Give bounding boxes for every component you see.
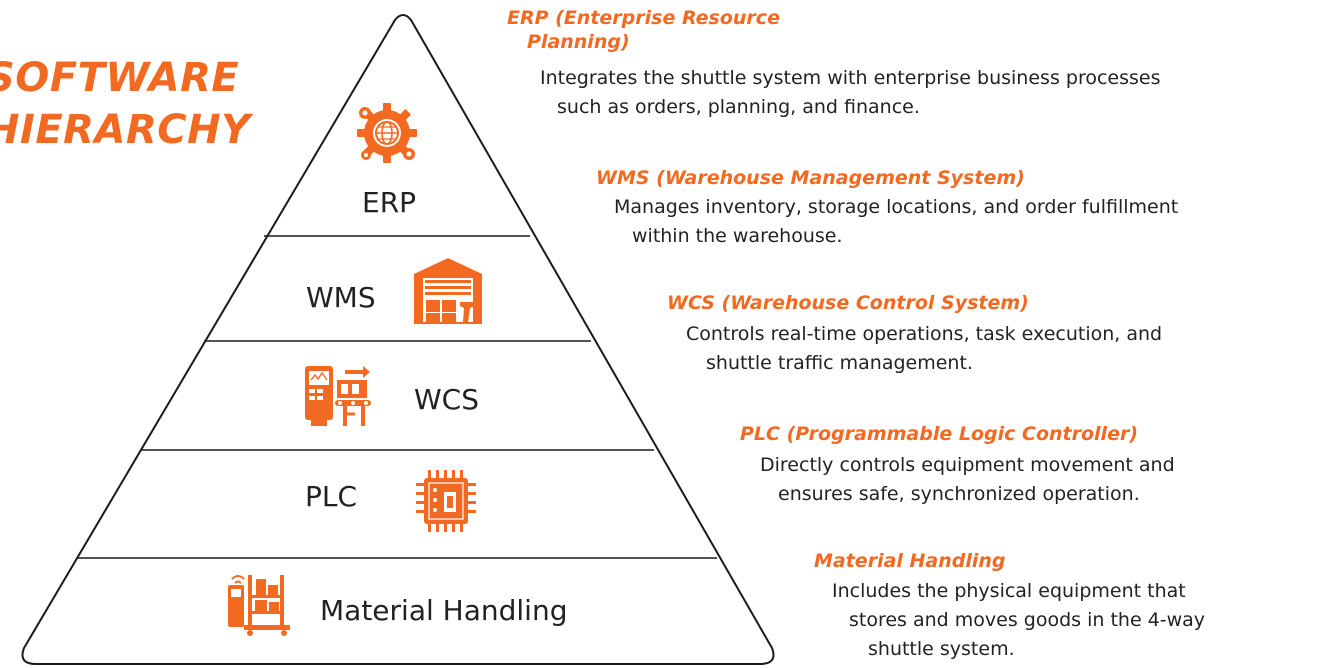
desc-mh-body-line-3: shuttle system. (868, 638, 1015, 660)
desc-mh-heading: Material Handling (814, 550, 1006, 572)
pyramid-outline (21, 14, 775, 665)
desc-wms-body-line-2: within the warehouse. (632, 225, 843, 247)
title-line-2: HIERARCHY (0, 107, 251, 153)
desc-mh-body-line-2: stores and moves goods in the 4-way (849, 609, 1206, 631)
warehouse-icon (414, 258, 482, 324)
desc-wcs-body-line-1: Controls real-time operations, task exec… (686, 323, 1163, 345)
desc-plc-body-line-1: Directly controls equipment movement and (760, 454, 1175, 476)
desc-mh-body-line-1: Includes the physical equipment that (832, 580, 1186, 602)
desc-plc-body-line-2: ensures safe, synchronized operation. (778, 483, 1140, 505)
desc-plc-heading: PLC (Programmable Logic Controller) (740, 423, 1139, 445)
desc-wcs-body-line-2: shuttle traffic management. (706, 352, 973, 374)
title-line-1: SOFTWARE (0, 55, 240, 101)
desc-material-handling: Material Handling Includes the physical … (814, 549, 1205, 664)
desc-wcs: WCS (Warehouse Control System) Controls … (667, 291, 1162, 378)
desc-erp-body-line-2: such as orders, planning, and finance. (557, 96, 920, 118)
desc-erp: ERP (Enterprise Resource Planning) Integ… (507, 6, 1160, 122)
control-console-icon (305, 366, 371, 426)
level-label-erp: ERP (362, 186, 416, 219)
level-label-wms: WMS (306, 281, 376, 314)
gear-globe-icon (357, 103, 417, 163)
level-label-plc: PLC (305, 480, 357, 513)
desc-wms-body-line-1: Manages inventory, storage locations, an… (614, 196, 1179, 218)
microchip-icon (416, 470, 476, 532)
page-title: SOFTWARE HIERARCHY (0, 52, 251, 156)
forklift-shelf-icon (228, 575, 290, 636)
desc-erp-heading-line-2: Planning) (527, 31, 630, 53)
desc-wcs-heading: WCS (Warehouse Control System) (667, 292, 1029, 314)
desc-erp-body-line-1: Integrates the shuttle system with enter… (540, 67, 1161, 89)
desc-wms: WMS (Warehouse Management System) Manage… (596, 166, 1178, 251)
level-label-wcs: WCS (414, 383, 479, 416)
level-label-material-handling: Material Handling (320, 594, 567, 627)
desc-plc: PLC (Programmable Logic Controller) Dire… (740, 422, 1175, 509)
desc-erp-heading-line-1: ERP (Enterprise Resource (507, 7, 780, 29)
desc-wms-heading: WMS (Warehouse Management System) (596, 167, 1025, 189)
